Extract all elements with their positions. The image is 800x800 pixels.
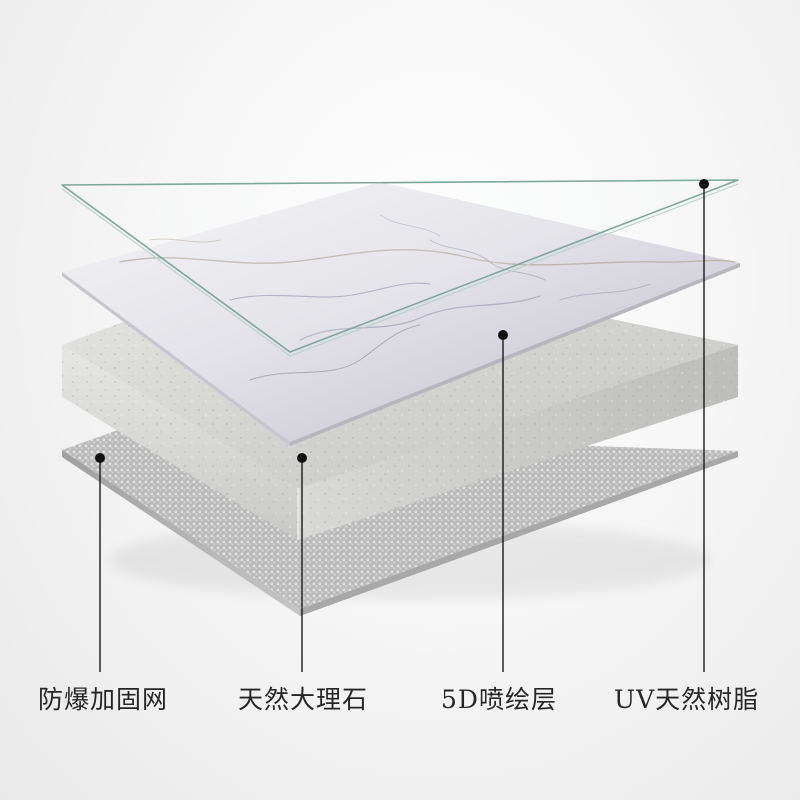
leader-dot-print (498, 330, 508, 340)
label-marble: 天然大理石 (238, 685, 369, 714)
glass-layer (61, 179, 739, 357)
label-print: 5D喷绘层 (441, 685, 557, 714)
leader-dot-mesh (95, 453, 105, 463)
label-mesh: 防爆加固网 (38, 685, 169, 714)
leader-lines (99, 184, 705, 672)
label-resin: UV天然树脂 (614, 685, 760, 714)
leader-dot-marble (297, 453, 307, 463)
leader-dot-resin (699, 179, 709, 189)
leader-dots (95, 179, 709, 463)
